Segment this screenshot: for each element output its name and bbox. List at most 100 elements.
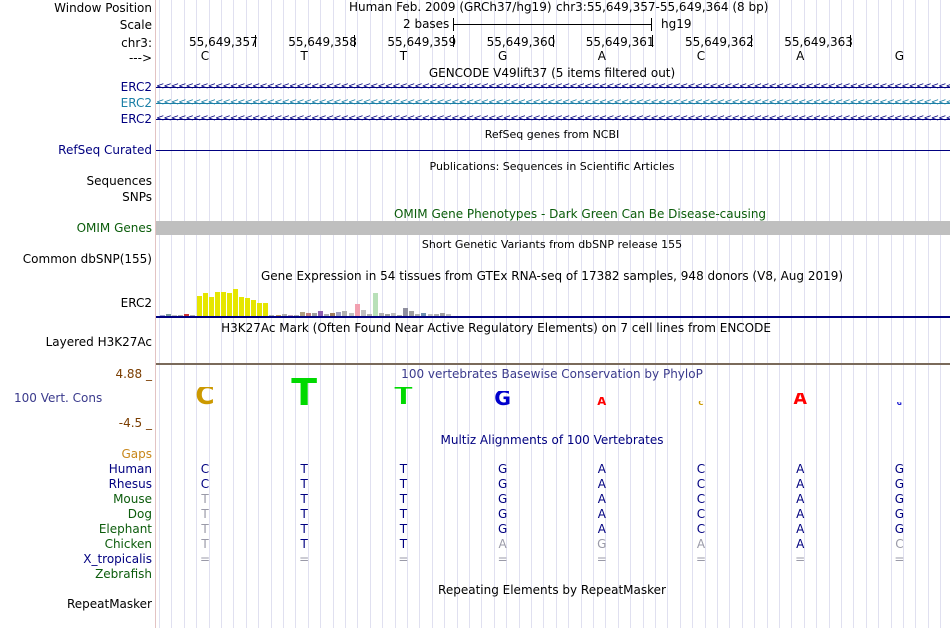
- aligned-base[interactable]: G: [597, 537, 607, 551]
- aligned-base[interactable]: T: [399, 462, 408, 476]
- gtex-tissue-bar[interactable]: [172, 314, 178, 316]
- gtex-tissue-bar[interactable]: [354, 303, 360, 316]
- gencode-transcript-2[interactable]: <<<<<<<<<<<<<<<<<<<<<<<<<<<<<<<<<<<<<<<<…: [156, 97, 950, 108]
- species-label[interactable]: Human: [108, 462, 152, 476]
- gtex-tissue-bar[interactable]: [287, 314, 293, 316]
- species-label[interactable]: Rhesus: [108, 477, 152, 491]
- aligned-base[interactable]: A: [796, 492, 805, 506]
- aligned-base[interactable]: =: [497, 552, 508, 566]
- gtex-tissue-bar[interactable]: [239, 296, 244, 316]
- aligned-base[interactable]: T: [201, 492, 209, 506]
- reference-base[interactable]: G: [497, 49, 508, 63]
- aligned-base[interactable]: G: [497, 492, 508, 506]
- aligned-base[interactable]: =: [299, 552, 310, 566]
- aligned-base[interactable]: T: [300, 522, 308, 536]
- aligned-base[interactable]: C: [696, 507, 706, 521]
- aligned-base[interactable]: C: [895, 537, 904, 551]
- gtex-tissue-bar[interactable]: [445, 313, 451, 316]
- aligned-base[interactable]: A: [597, 522, 606, 536]
- aligned-base[interactable]: T: [399, 477, 408, 491]
- dbsnp-track-label[interactable]: Common dbSNP(155): [22, 252, 152, 266]
- aligned-base[interactable]: G: [894, 492, 905, 506]
- aligned-base[interactable]: G: [894, 462, 905, 476]
- aligned-base[interactable]: A: [696, 537, 706, 551]
- gtex-tissue-bar[interactable]: [233, 289, 238, 316]
- gtex-tissue-bar[interactable]: [378, 313, 384, 316]
- aligned-base[interactable]: G: [497, 462, 508, 476]
- publications-sequences-label[interactable]: Sequences: [86, 174, 152, 188]
- aligned-base[interactable]: G: [497, 522, 508, 536]
- aligned-base[interactable]: A: [796, 537, 805, 551]
- phylop-base-letter[interactable]: G: [879, 402, 919, 406]
- reference-base[interactable]: A: [796, 49, 805, 63]
- aligned-base[interactable]: T: [300, 462, 308, 476]
- gtex-tissue-bar[interactable]: [166, 313, 172, 316]
- species-label[interactable]: Dog: [127, 507, 152, 521]
- multiz-gaps-label[interactable]: Gaps: [121, 447, 152, 461]
- species-label[interactable]: X_tropicalis: [83, 552, 152, 566]
- gtex-tissue-bar[interactable]: [214, 291, 220, 316]
- gtex-tissue-bar[interactable]: [415, 313, 421, 316]
- aligned-base[interactable]: A: [597, 492, 606, 506]
- gtex-tissue-bar[interactable]: [305, 313, 311, 316]
- aligned-base[interactable]: G: [497, 477, 508, 491]
- gtex-tissue-bar[interactable]: [281, 314, 287, 316]
- gtex-tissue-bar[interactable]: [324, 313, 330, 316]
- aligned-base[interactable]: T: [201, 537, 209, 551]
- phylop-track-label[interactable]: 100 Vert. Cons: [14, 391, 103, 405]
- gtex-tissue-bar[interactable]: [360, 310, 366, 316]
- repeatmasker-track-label[interactable]: RepeatMasker: [66, 597, 152, 611]
- aligned-base[interactable]: T: [300, 537, 308, 551]
- aligned-base[interactable]: C: [200, 477, 210, 491]
- aligned-base[interactable]: T: [399, 507, 408, 521]
- aligned-base[interactable]: =: [596, 552, 607, 566]
- gtex-tissue-bar[interactable]: [251, 299, 257, 316]
- aligned-base[interactable]: T: [399, 492, 408, 506]
- gtex-tissue-bar[interactable]: [318, 310, 324, 316]
- aligned-base[interactable]: A: [498, 537, 507, 551]
- gtex-tissue-bar[interactable]: [427, 313, 433, 316]
- gtex-tissue-bar[interactable]: [202, 293, 208, 316]
- gtex-tissue-bar[interactable]: [184, 314, 190, 316]
- gtex-tissue-bar[interactable]: [299, 312, 305, 316]
- gtex-tissue-bar[interactable]: [190, 314, 196, 316]
- omim-track-label[interactable]: OMIM Genes: [76, 221, 152, 235]
- gtex-tissue-bar[interactable]: [439, 313, 445, 316]
- aligned-base[interactable]: T: [399, 522, 408, 536]
- gencode-item-label-3[interactable]: ERC2: [120, 112, 152, 126]
- aligned-base[interactable]: A: [597, 507, 606, 521]
- gtex-tissue-bar[interactable]: [366, 313, 372, 316]
- species-label[interactable]: Mouse: [113, 492, 152, 506]
- reference-base[interactable]: A: [597, 49, 606, 63]
- gtex-tissue-bar[interactable]: [336, 312, 342, 316]
- aligned-base[interactable]: A: [796, 522, 805, 536]
- refseq-track-label[interactable]: RefSeq Curated: [58, 143, 152, 157]
- phylop-base-letter[interactable]: C: [681, 401, 721, 406]
- reference-base[interactable]: C: [200, 49, 210, 63]
- aligned-base[interactable]: A: [796, 462, 805, 476]
- h3k27ac-track-label[interactable]: Layered H3K27Ac: [45, 335, 152, 349]
- gtex-tissue-bar[interactable]: [293, 314, 299, 316]
- species-label[interactable]: Zebrafish: [95, 567, 152, 581]
- aligned-base[interactable]: C: [696, 462, 706, 476]
- gtex-tissue-bar[interactable]: [409, 311, 415, 316]
- gtex-tissue-bar[interactable]: [160, 314, 165, 316]
- phylop-base-letter[interactable]: A: [780, 393, 820, 406]
- reference-base[interactable]: G: [894, 49, 905, 63]
- tracks-data-area[interactable]: Human Feb. 2009 (GRCh37/hg19) chr3:55,64…: [156, 0, 950, 628]
- gtex-tissue-bar[interactable]: [348, 313, 354, 316]
- aligned-base[interactable]: T: [399, 537, 408, 551]
- gtex-tissue-bar[interactable]: [275, 314, 281, 316]
- gtex-tissue-bar[interactable]: [391, 313, 396, 316]
- aligned-base[interactable]: T: [300, 492, 308, 506]
- publications-snps-label[interactable]: SNPs: [122, 190, 152, 204]
- aligned-base[interactable]: C: [696, 477, 706, 491]
- gtex-tissue-bar[interactable]: [372, 293, 378, 316]
- aligned-base[interactable]: A: [597, 477, 606, 491]
- aligned-base[interactable]: A: [796, 477, 805, 491]
- aligned-base[interactable]: =: [894, 552, 905, 566]
- aligned-base[interactable]: =: [398, 552, 409, 566]
- gencode-transcript-3[interactable]: <<<<<<<<<<<<<<<<<<<<<<<<<<<<<<<<<<<<<<<<…: [156, 113, 950, 124]
- phylop-base-letter[interactable]: G: [483, 391, 523, 406]
- aligned-base[interactable]: C: [696, 492, 706, 506]
